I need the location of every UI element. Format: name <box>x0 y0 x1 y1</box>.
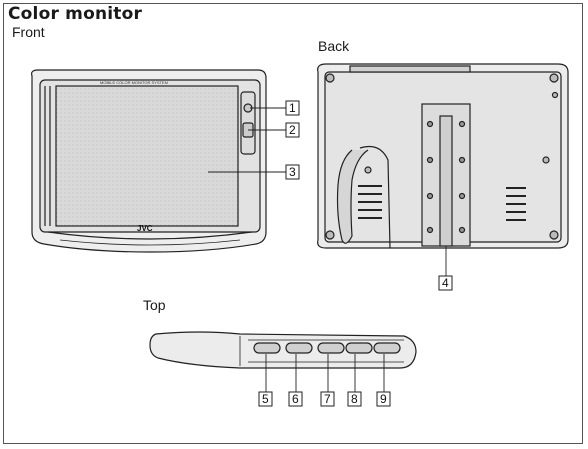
front-monitor <box>31 69 267 253</box>
svg-text:9: 9 <box>380 392 387 406</box>
back-view-label: Back <box>318 38 350 54</box>
callout-9: 9 <box>376 391 391 407</box>
front-view-label: Front <box>12 24 45 40</box>
front-screen <box>55 85 239 227</box>
svg-text:8: 8 <box>351 392 358 406</box>
top-button-6 <box>285 342 313 354</box>
top-button-8 <box>345 342 373 354</box>
svg-text:4: 4 <box>442 276 449 290</box>
callout-7: 7 <box>320 391 335 407</box>
callout-3: 3 <box>285 164 300 180</box>
callout-4: 4 <box>438 275 453 291</box>
callout-5: 5 <box>258 391 273 407</box>
top-button-5 <box>253 342 281 354</box>
callout-6: 6 <box>288 391 303 407</box>
callout-2: 2 <box>285 122 300 138</box>
svg-text:3: 3 <box>289 165 296 179</box>
callout-1: 1 <box>285 100 300 116</box>
svg-text:6: 6 <box>292 392 299 406</box>
diagram-frame <box>3 3 583 444</box>
front-header-text: MOBILE COLOR MONITOR SYSTEM <box>100 80 168 85</box>
callout-8: 8 <box>347 391 362 407</box>
top-monitor <box>149 331 417 369</box>
top-button-7 <box>317 342 345 354</box>
top-view-label: Top <box>143 297 166 313</box>
svg-text:1: 1 <box>289 101 296 115</box>
svg-text:2: 2 <box>289 123 296 137</box>
jvc-logo: JVC <box>137 224 153 233</box>
back-monitor <box>317 63 569 249</box>
svg-text:7: 7 <box>324 392 331 406</box>
top-button-9 <box>373 342 401 354</box>
page-title: Color monitor <box>8 4 143 24</box>
svg-text:5: 5 <box>262 392 269 406</box>
